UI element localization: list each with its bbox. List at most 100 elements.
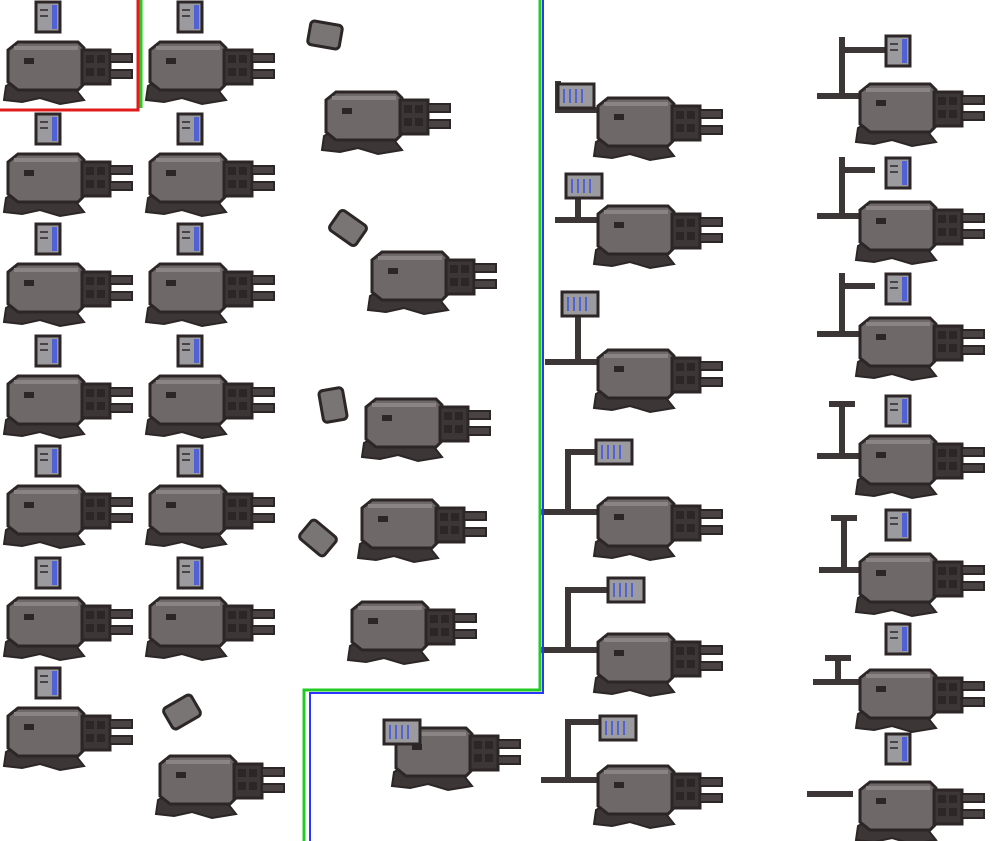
magazine-sprite — [884, 508, 912, 542]
turret-body-sprite — [154, 754, 286, 820]
turret-body-sprite — [854, 200, 986, 266]
turret-stand-sprite — [817, 394, 986, 500]
turret-ejecting-sprite — [326, 207, 498, 316]
turret-ejecting-sprite — [154, 692, 286, 820]
turret-body-sprite — [144, 262, 276, 328]
turret-body-sprite — [346, 600, 478, 666]
magazine-sprite — [34, 666, 62, 700]
turret-body-sprite — [2, 706, 134, 772]
turret-body-sprite — [144, 152, 276, 218]
turret-stand-sprite — [813, 622, 986, 734]
turret-arm-sprite — [541, 576, 724, 698]
side-magazine-sprite — [564, 172, 604, 200]
turret-body-sprite — [592, 764, 724, 830]
turret-body-sprite — [144, 374, 276, 440]
magazine-sprite — [884, 622, 912, 656]
turret-ejecting-sprite — [296, 498, 488, 564]
loose-magazine-sprite — [296, 517, 340, 559]
turret-body-sprite — [592, 496, 724, 562]
mount-arm-sprite — [541, 587, 611, 653]
turret-sprite — [144, 222, 276, 328]
magazine-sprite — [176, 222, 204, 256]
magazine-sprite — [34, 222, 62, 256]
turret-arm-sprite — [545, 290, 724, 414]
loose-magazine-sprite — [160, 692, 204, 732]
magazine-sprite — [34, 0, 62, 34]
magazine-sprite — [34, 444, 62, 478]
mount-arm-sprite — [541, 719, 603, 783]
turret-sprite — [2, 334, 134, 440]
turret-sprite — [144, 444, 276, 550]
turret-sprite — [144, 556, 276, 662]
turret-ejecting-sprite — [316, 385, 492, 463]
turret-body-sprite — [320, 90, 452, 156]
stand-sprite — [817, 401, 863, 459]
turret-stand-sprite — [817, 156, 986, 266]
turret-ejecting-sprite — [305, 18, 452, 156]
magazine-sprite — [176, 112, 204, 146]
turret-ejecting-sprite — [346, 600, 478, 666]
turret-body-sprite — [854, 668, 986, 734]
side-magazine-sprite — [606, 576, 646, 604]
magazine-sprite — [884, 394, 912, 428]
magazine-sprite — [884, 732, 912, 766]
magazine-sprite — [176, 0, 204, 34]
turret-sprite — [144, 334, 276, 440]
turret-sprite — [2, 444, 134, 550]
turret-body-sprite — [592, 204, 724, 270]
turret-body-sprite — [854, 780, 986, 841]
turret-arm-sprite — [555, 172, 724, 270]
turret-body-sprite — [592, 96, 724, 162]
loose-magazine-sprite — [326, 207, 370, 249]
turret-body-sprite — [854, 316, 986, 382]
turret-arm-sprite — [541, 714, 724, 830]
stand-sprite — [817, 273, 875, 337]
turret-body-sprite — [360, 397, 492, 463]
turret-body-sprite — [2, 152, 134, 218]
magazine-sprite — [884, 34, 912, 68]
mount-arm-sprite — [545, 313, 599, 365]
turret-stand-sprite — [817, 34, 986, 148]
stand-sprite — [817, 37, 895, 99]
loose-magazine-sprite — [316, 385, 350, 425]
turret-stand-sprite — [817, 272, 986, 382]
turret-body-sprite — [592, 348, 724, 414]
turret-body-sprite — [854, 82, 986, 148]
side-magazine-sprite — [594, 438, 634, 466]
turret-sprite — [2, 556, 134, 662]
turret-arm-sprite — [555, 81, 724, 162]
magazine-sprite — [884, 156, 912, 190]
stand-sprite — [817, 157, 875, 219]
turret-arm-sprite — [541, 438, 724, 562]
magazine-sprite — [34, 112, 62, 146]
turret-body-sprite — [592, 632, 724, 698]
guide-line-blue — [309, 0, 544, 841]
turret-body-sprite — [2, 484, 134, 550]
turret-body-sprite — [2, 374, 134, 440]
turret-body-sprite — [144, 40, 276, 106]
mount-arm-sprite — [541, 449, 603, 515]
side-magazine-sprite — [598, 714, 638, 742]
loose-magazine-sprite — [305, 18, 345, 52]
turret-body-sprite — [2, 40, 134, 106]
turret-sprite — [2, 666, 134, 772]
guide-lines — [0, 0, 544, 841]
turret-sprite — [144, 112, 276, 218]
selection-frame-red — [0, 0, 140, 112]
stand-sprite — [813, 655, 859, 685]
stand-sprite — [819, 515, 863, 573]
mount-arm-sprite — [555, 193, 599, 223]
turret-body-sprite — [366, 250, 498, 316]
turret-sprite — [382, 718, 522, 792]
turret-sprite — [2, 0, 134, 106]
turret-body-sprite — [144, 484, 276, 550]
side-magazine-sprite — [556, 82, 596, 110]
magazine-sprite — [34, 556, 62, 590]
side-magazine-sprite — [560, 290, 600, 318]
guide-line-green — [302, 0, 542, 841]
side-magazine-sprite — [382, 718, 422, 746]
turret-stand-sprite — [819, 508, 986, 618]
magazine-sprite — [176, 556, 204, 590]
